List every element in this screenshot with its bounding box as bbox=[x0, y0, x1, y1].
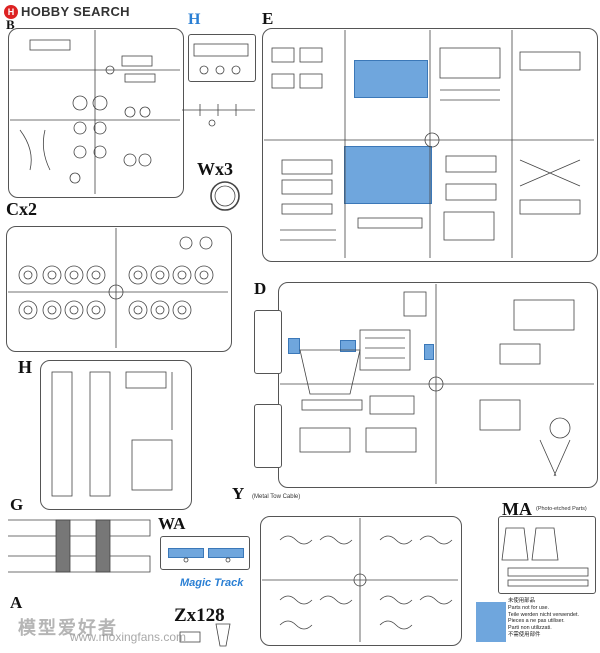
unused-part-d-2 bbox=[340, 340, 356, 352]
sprue-y-note: (Metal Tow Cable) bbox=[252, 494, 301, 500]
sprue-label-g: G bbox=[10, 495, 24, 514]
brand-name: HOBBY SEARCH bbox=[21, 4, 130, 19]
unused-parts-legend: 未使用部品 Parts not for use. Teile werden ni… bbox=[508, 598, 598, 639]
sprue-label-h-top: H bbox=[188, 11, 201, 28]
hobby-search-logo-icon: H bbox=[4, 4, 18, 19]
unused-part-e-center bbox=[344, 146, 432, 204]
sprue-label-a: A bbox=[10, 593, 23, 612]
sprue-frame-ma bbox=[498, 516, 596, 594]
unused-part-wa-1 bbox=[168, 548, 204, 558]
sprue-label-h: H bbox=[18, 357, 33, 377]
legend-fr: Pieces a ne pas utiliser. bbox=[508, 618, 565, 625]
unused-part-d-1 bbox=[288, 338, 300, 354]
watermark-url: www.moxingfans.com bbox=[70, 630, 187, 644]
sprue-frame-d-side-top bbox=[254, 310, 282, 374]
legend-en: Parts not for use. bbox=[508, 604, 550, 611]
sprue-frame-d bbox=[278, 282, 598, 488]
hobby-search-logo[interactable]: H HOBBY SEARCH bbox=[4, 4, 130, 19]
sprue-frame-d-side-bottom bbox=[254, 404, 282, 468]
sprue-label-y: Y bbox=[232, 484, 245, 503]
legend-de: Teile werden nicht verwendet. bbox=[508, 611, 580, 618]
sprue-label-cx2: Cx2 bbox=[6, 199, 37, 219]
sprue-label-wx3: Wx3 bbox=[197, 159, 233, 179]
sprue-label-wa: WA bbox=[158, 514, 186, 533]
sprue-frame-h-top bbox=[188, 34, 256, 82]
sprue-label-b: B bbox=[6, 17, 15, 32]
legend-cn: 不需使用部件 bbox=[508, 631, 541, 638]
sprue-label-ma: MA bbox=[502, 499, 532, 519]
unused-parts-legend-swatch bbox=[476, 602, 506, 642]
sprue-label-e: E bbox=[262, 9, 274, 28]
legend-ja: 未使用部品 bbox=[508, 598, 535, 604]
sprue-label-d: D bbox=[254, 279, 267, 298]
unused-part-d-3 bbox=[424, 344, 434, 360]
magic-track-logo: Magic Track bbox=[180, 577, 244, 589]
legend-it: Parti non utilizzati. bbox=[508, 625, 552, 631]
sprue-frame-cx2 bbox=[6, 226, 232, 352]
sprue-frame-h bbox=[40, 360, 192, 510]
unused-part-wa-2 bbox=[208, 548, 244, 558]
unused-part-e-top bbox=[354, 60, 428, 98]
watermark-cn: 模型爱好者 bbox=[18, 618, 118, 639]
sprue-frame-b bbox=[8, 28, 184, 198]
sprue-ma-note: (Photo-etched Parts) bbox=[536, 506, 587, 512]
sprue-label-zx128: Zx128 bbox=[174, 605, 225, 626]
